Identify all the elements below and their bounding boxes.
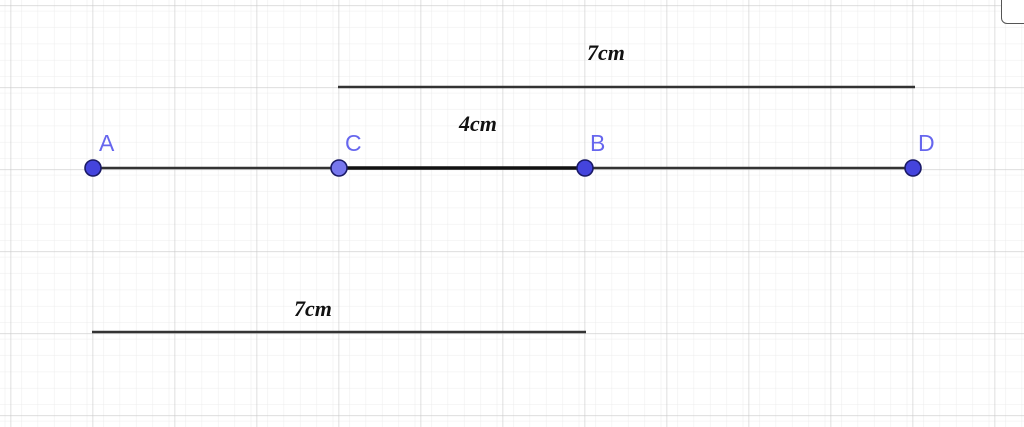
point-c-label: C <box>345 130 362 156</box>
point-a[interactable] <box>84 159 102 177</box>
style-bar-toggle[interactable] <box>1001 0 1024 24</box>
point-d-label: D <box>918 130 935 156</box>
point-a-label: A <box>99 130 115 156</box>
point-c[interactable] <box>330 159 348 177</box>
point-b-label: B <box>590 130 605 156</box>
point-b[interactable] <box>576 159 594 177</box>
point-d[interactable] <box>904 159 922 177</box>
bottom-length-label: 7cm <box>294 296 332 321</box>
top-length-label: 7cm <box>587 40 625 65</box>
middle-length-label: 4cm <box>458 111 497 136</box>
